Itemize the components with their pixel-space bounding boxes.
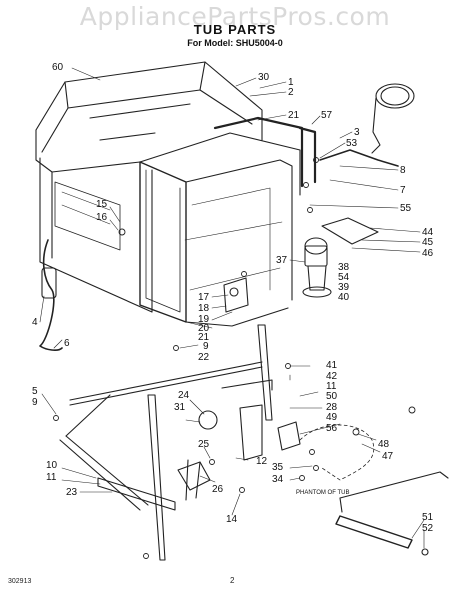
callout-53: 53	[346, 138, 358, 149]
callout-47: 47	[382, 451, 394, 462]
callout-18: 18	[198, 303, 210, 314]
callout-28: 28	[326, 402, 338, 413]
callout-21-top: 21	[288, 110, 300, 121]
callout-5: 5	[32, 386, 38, 397]
callout-52: 52	[422, 523, 434, 534]
callout-54: 54	[338, 272, 350, 283]
callout-15: 15	[96, 199, 108, 210]
callout-44: 44	[422, 227, 434, 238]
drain-line	[339, 471, 449, 513]
callout-55: 55	[400, 203, 412, 214]
callout-19: 19	[198, 314, 210, 325]
fill-hose-coil	[371, 83, 415, 154]
page-number: 2	[230, 576, 235, 585]
callout-24: 24	[178, 390, 190, 401]
right-support-rail	[221, 324, 273, 461]
callout-11-left: 11	[46, 472, 57, 483]
door-gasket	[213, 116, 317, 188]
callout-10: 10	[46, 460, 58, 471]
callout-48: 48	[378, 439, 390, 450]
vent-fitting	[223, 277, 249, 313]
callout-20: 20	[198, 323, 210, 334]
callout-7: 7	[400, 185, 406, 196]
drain-hose-left	[39, 239, 63, 351]
callout-38: 38	[338, 262, 350, 273]
callout-31: 31	[174, 402, 186, 413]
callout-6: 6	[64, 338, 70, 349]
drain-heater-element	[335, 515, 413, 549]
callout-35: 35	[272, 462, 284, 473]
callout-42: 42	[326, 371, 338, 382]
callout-45: 45	[422, 237, 434, 248]
callout-9-left: 9	[32, 397, 38, 408]
callout-60: 60	[52, 62, 64, 73]
pump-assembly	[302, 237, 332, 298]
callout-17: 17	[198, 292, 210, 303]
callout-1: 1	[288, 77, 294, 88]
callout-23: 23	[66, 487, 78, 498]
left-support-rail	[59, 361, 263, 561]
page-title: TUB PARTS	[193, 22, 277, 37]
callout-46: 46	[422, 248, 434, 259]
phantom-of-tub-label: PHANTOM OF TUB	[296, 490, 349, 496]
phantom-tub-outline	[299, 424, 375, 481]
callout-16: 16	[96, 212, 108, 223]
mounting-bracket	[321, 217, 379, 245]
callout-4: 4	[32, 317, 38, 328]
callout-26: 26	[212, 484, 224, 495]
callout-34: 34	[272, 474, 284, 485]
callout-57: 57	[321, 110, 333, 121]
watermark: AppliancePartsPros.com	[79, 2, 391, 31]
callout-30: 30	[258, 72, 270, 83]
callout-41: 41	[326, 360, 338, 371]
callout-3: 3	[354, 127, 360, 138]
callout-39: 39	[338, 282, 350, 293]
document-code: 302913	[8, 578, 32, 585]
control-module	[277, 421, 301, 451]
callout-40: 40	[338, 292, 350, 303]
callout-56: 56	[326, 423, 338, 434]
callout-12: 12	[256, 456, 268, 467]
callout-2: 2	[288, 87, 294, 98]
callout-50: 50	[326, 391, 338, 402]
callout-8: 8	[400, 165, 406, 176]
callout-37: 37	[276, 255, 288, 266]
model-subtitle: For Model: SHU5004-0	[187, 38, 283, 48]
callout-21-mid: 21	[198, 332, 210, 343]
callout-14: 14	[226, 514, 238, 525]
tub-outer-shell	[35, 61, 263, 313]
inlet-tube	[319, 149, 399, 167]
callout-51: 51	[422, 512, 434, 523]
tub-front-frame	[139, 132, 301, 327]
callout-22: 22	[198, 352, 210, 363]
callout-25: 25	[198, 439, 210, 450]
callout-11-right: 11	[326, 381, 337, 392]
callout-49: 49	[326, 412, 338, 423]
callout-9-mid: 9	[203, 341, 209, 352]
